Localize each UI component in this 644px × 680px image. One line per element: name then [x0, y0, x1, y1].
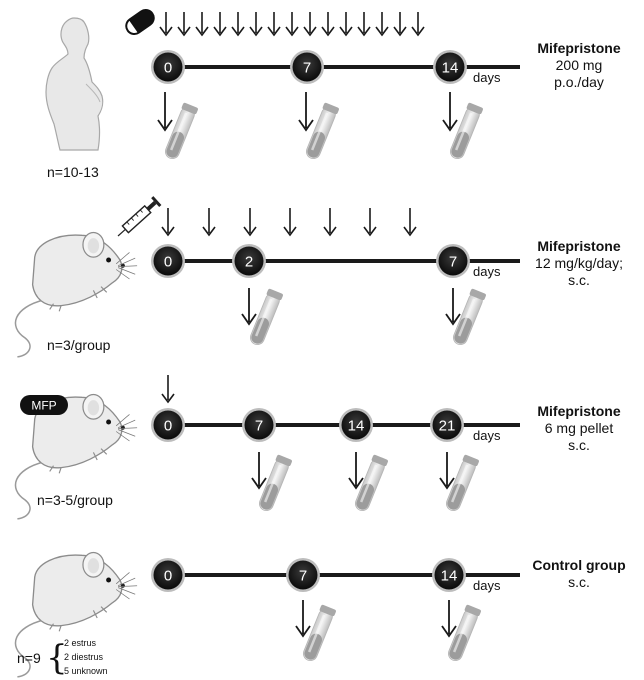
dose-arrows-human — [160, 12, 424, 35]
pellet-icon: MFP — [20, 395, 68, 415]
drug-name: Control group — [514, 557, 644, 574]
timepoint-node: 14 — [339, 408, 373, 442]
node-label: 21 — [439, 418, 456, 435]
timepoint-node: 14 — [432, 558, 466, 592]
timepoint-node: 21 — [430, 408, 464, 442]
blood-tube-icon — [443, 454, 479, 513]
cycle-stage-item: 5 unknown — [64, 666, 108, 677]
dose-arrows-mouse-pellet — [162, 375, 174, 402]
days-axis-label: days — [473, 70, 500, 85]
timepoint-node: 0 — [151, 50, 185, 84]
timepoint-node: 14 — [433, 50, 467, 84]
timepoint-node: 7 — [286, 558, 320, 592]
blood-tube-icon — [447, 102, 483, 161]
cycle-stage-item: 2 estrus — [64, 638, 96, 649]
sample-size-label: n=3/group — [47, 337, 110, 353]
days-axis-label: days — [473, 264, 500, 279]
node-label: 14 — [348, 418, 365, 435]
node-label: 7 — [299, 568, 307, 585]
blood-tube-icon — [450, 288, 486, 347]
timepoint-node: 7 — [242, 408, 276, 442]
treatment-label: Control group s.c. — [514, 557, 644, 591]
blood-tube-icon — [300, 604, 336, 663]
dose-line: p.o./day — [514, 74, 644, 91]
sample-size-label: n=3-5/group — [37, 492, 113, 508]
dose-line: 12 mg/kg/day; — [514, 255, 644, 272]
timepoint-node: 7 — [436, 244, 470, 278]
node-label: 7 — [255, 418, 263, 435]
timepoint-node: 0 — [151, 408, 185, 442]
dose-line: s.c. — [514, 574, 644, 591]
blood-tube-icon — [303, 102, 339, 161]
node-label: 0 — [164, 568, 172, 585]
dose-line: 200 mg — [514, 57, 644, 74]
row-mouse-injection: 0 2 7 — [15, 196, 520, 357]
blood-tube-icon — [352, 454, 388, 513]
node-label: 0 — [164, 254, 172, 271]
dose-line: 6 mg pellet — [514, 420, 644, 437]
dose-line: s.c. — [514, 272, 644, 289]
days-axis-label: days — [473, 578, 500, 593]
timepoint-node: 2 — [232, 244, 266, 278]
pellet-label: MFP — [31, 399, 56, 413]
sample-size-label: n=9 — [17, 650, 41, 666]
cycle-stage-item: 2 diestrus — [64, 652, 103, 663]
treatment-label: Mifepristone 6 mg pellet s.c. — [514, 403, 644, 454]
timepoint-node: 7 — [290, 50, 324, 84]
timepoint-node: 0 — [151, 244, 185, 278]
dose-arrows-mouse-injection — [162, 208, 416, 235]
node-label: 0 — [164, 60, 172, 77]
node-label: 0 — [164, 418, 172, 435]
blood-tube-icon — [162, 102, 198, 161]
treatment-label: Mifepristone 12 mg/kg/day; s.c. — [514, 238, 644, 289]
sample-arrows-human — [158, 92, 457, 130]
timepoint-node: 0 — [151, 558, 185, 592]
row-human: 0 7 14 — [46, 7, 520, 161]
pill-icon — [123, 7, 157, 37]
treatment-label: Mifepristone 200 mg p.o./day — [514, 40, 644, 91]
node-label: 7 — [303, 60, 311, 77]
dose-line: s.c. — [514, 437, 644, 454]
drug-name: Mifepristone — [514, 40, 644, 57]
node-label: 14 — [442, 60, 459, 77]
node-label: 7 — [449, 254, 457, 271]
node-label: 2 — [245, 254, 253, 271]
drug-name: Mifepristone — [514, 238, 644, 255]
drug-name: Mifepristone — [514, 403, 644, 420]
human-female-icon — [46, 18, 103, 150]
days-axis-label: days — [473, 428, 500, 443]
node-label: 14 — [441, 568, 458, 585]
syringe-icon — [114, 196, 161, 240]
sample-size-label: n=10-13 — [47, 164, 99, 180]
